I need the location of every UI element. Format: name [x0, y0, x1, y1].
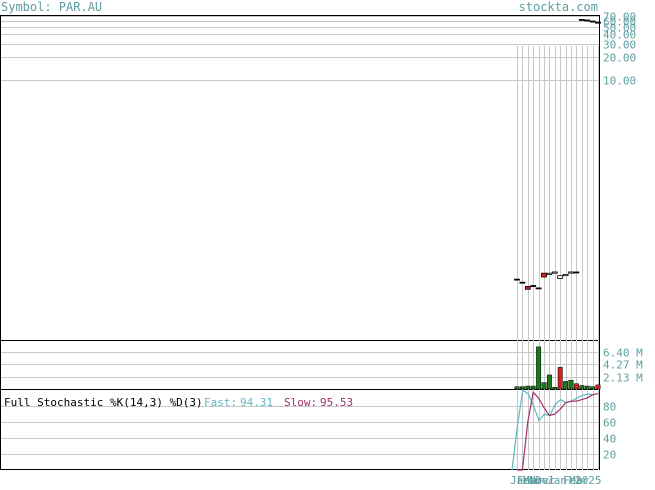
volume-bar: [563, 381, 569, 390]
volume-bar: [541, 382, 547, 390]
price-candle: [573, 271, 580, 274]
x-axis-label: Jan: [510, 474, 530, 486]
volume-bar: [530, 385, 536, 390]
price-tick-label: 40.00: [603, 29, 636, 42]
price-candle: [541, 272, 547, 278]
fast-value: 94.31: [240, 396, 273, 409]
x-axis-label: Feb: [563, 474, 583, 486]
price-candle: [530, 285, 537, 287]
price-gridlines: [1, 16, 599, 81]
price-candle: [535, 287, 542, 290]
price-tick-label: 30.00: [603, 39, 636, 52]
volume-bar: [552, 386, 558, 390]
x-axis-label: Mar: [523, 474, 543, 486]
site-label[interactable]: stockta.com: [519, 0, 598, 14]
volume-bar: [546, 374, 552, 390]
stochastic-lines: [511, 388, 599, 471]
volume-tick-label: 6.40 M: [603, 347, 643, 360]
symbol-label: Symbol: PAR.AU: [1, 0, 102, 14]
x-axis-label: Nov: [529, 474, 549, 486]
volume-bar: [536, 346, 542, 390]
volume-bar: [568, 379, 574, 390]
price-candle: [568, 271, 574, 274]
volume-axis-ticks: 6.40 M4.27 M2.13 M: [603, 347, 643, 385]
slow-label: Slow:: [284, 396, 317, 409]
stochastic-tick-label: 60: [603, 417, 616, 430]
stochastic-axis-ticks: 80 60 40 20: [603, 401, 616, 462]
stochastic-gridlines: [1, 406, 599, 455]
price-candle: [595, 21, 601, 24]
price-candle: [584, 19, 591, 22]
price-candle: [578, 19, 585, 21]
stochastic-title: Full Stochastic %K(14,3) %D(3): [4, 396, 203, 409]
stochastic-tick-label: 20: [603, 449, 616, 462]
price-candle: [546, 272, 553, 275]
x-axis-label: Jan: [547, 474, 567, 486]
price-tick-label: 20.00: [603, 52, 636, 65]
volume-bar: [514, 386, 520, 390]
stochastic-panel-frame: [0, 389, 600, 470]
volume-tick-label: 2.13 M: [603, 372, 643, 385]
x-axis-label: Feb: [517, 474, 537, 486]
volume-bar: [590, 386, 596, 390]
volume-bar: [525, 385, 531, 390]
price-tick-label: 70.00: [603, 11, 636, 24]
stochastic-tick-label: 80: [603, 401, 616, 414]
price-tick-label: 60.00: [603, 16, 636, 29]
volume-bar: [557, 367, 563, 390]
slow-value: 95.53: [320, 396, 353, 409]
price-candle: [524, 286, 531, 290]
fast-line: [511, 388, 594, 471]
volume-bar: [579, 385, 585, 390]
volume-bar: [584, 385, 590, 390]
price-candle: [514, 278, 520, 281]
volume-bars: [514, 346, 601, 390]
volume-bar: [573, 383, 579, 390]
price-candle: [562, 273, 569, 277]
x-axis-label: 2025: [575, 474, 602, 486]
price-candle: [551, 271, 558, 274]
fast-label: Fast:: [204, 396, 237, 409]
price-tick-label: 50.00: [603, 22, 636, 35]
x-axis-label: Mar: [569, 474, 589, 486]
volume-bar: [519, 386, 525, 390]
slow-line: [517, 391, 599, 471]
price-vertical-gridlines: [517, 46, 599, 470]
price-candle: [589, 20, 596, 23]
price-candle: [557, 275, 564, 279]
price-candles: [514, 19, 601, 290]
x-axis-label: Dec: [535, 474, 555, 486]
price-panel-frame: [0, 15, 600, 341]
volume-gridlines: [1, 352, 599, 378]
price-candle: [519, 281, 526, 284]
price-tick-label: 10.00: [603, 75, 636, 88]
stochastic-tick-label: 40: [603, 433, 616, 446]
volume-bar: [595, 384, 601, 390]
volume-tick-label: 4.27 M: [603, 359, 643, 372]
